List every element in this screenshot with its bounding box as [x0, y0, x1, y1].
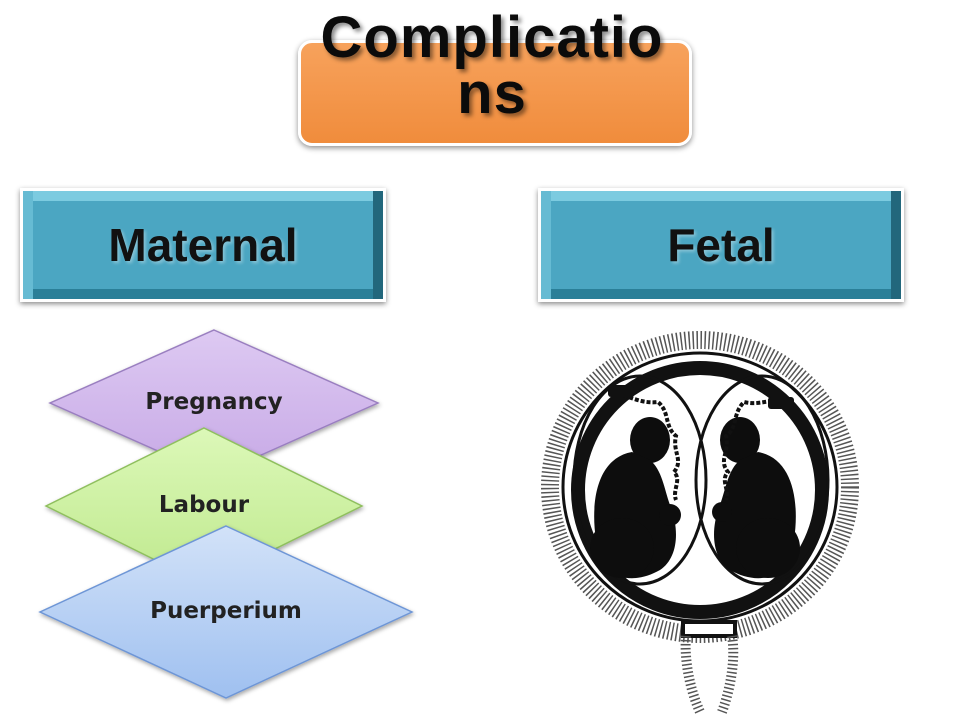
maternal-box: Maternal — [20, 188, 386, 302]
title-box — [298, 40, 692, 146]
fetal-box: Fetal — [538, 188, 904, 302]
pregnancy-label: Pregnancy — [145, 389, 283, 415]
page-title: Complications — [320, 5, 664, 126]
puerperium-label: Puerperium — [150, 598, 302, 624]
left-fetus-icon — [590, 417, 681, 579]
maternal-label: Maternal — [108, 219, 298, 271]
right-fetus-icon — [712, 417, 800, 579]
labour-label: Labour — [158, 492, 250, 518]
fetal-label: Fetal — [667, 219, 775, 271]
diamond-puerperium — [38, 525, 414, 699]
